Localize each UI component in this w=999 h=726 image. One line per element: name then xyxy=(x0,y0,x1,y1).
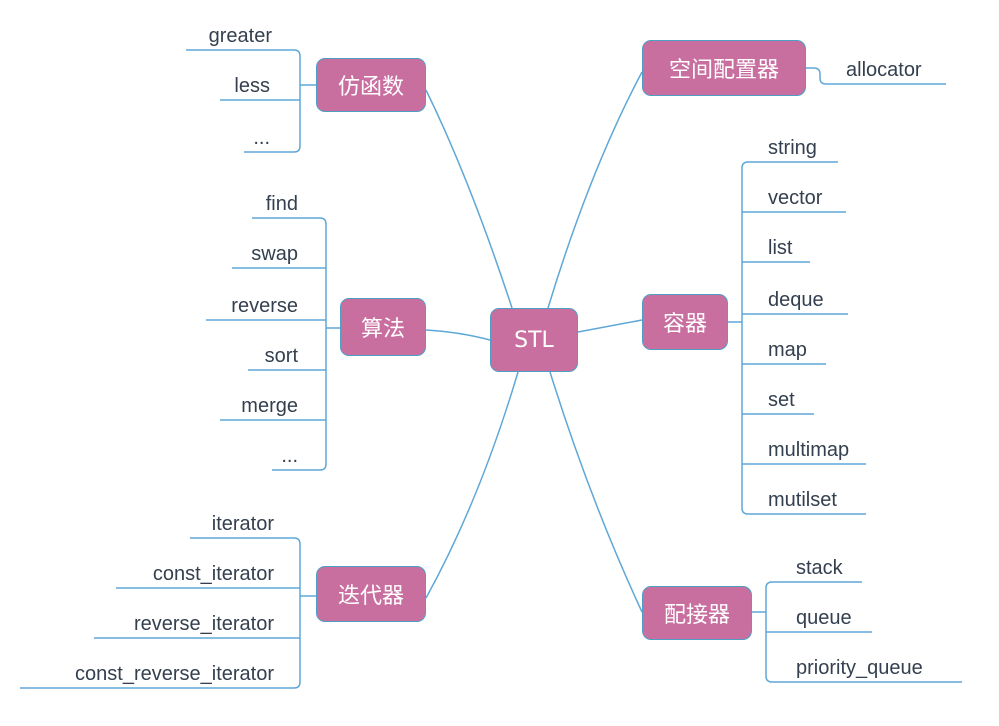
leaf-container-deque: deque xyxy=(768,289,824,311)
leaf-functor-greater: greater xyxy=(208,25,272,47)
branch-node-allocators[interactable]: 空间配置器 xyxy=(642,40,806,96)
branch-node-adapters[interactable]: 配接器 xyxy=(642,586,752,640)
bracket-iterators xyxy=(20,537,301,689)
leaf-container-mutilset: mutilset xyxy=(768,489,837,511)
leaf-container-string: string xyxy=(768,137,817,159)
leaf-algorithm-merge: merge xyxy=(241,395,298,417)
leaf-iterator-iterator: iterator xyxy=(211,513,274,535)
bracket-containers xyxy=(741,161,866,515)
leaf-allocator-allocator: allocator xyxy=(846,59,922,81)
branch-node-functors[interactable]: 仿函数 xyxy=(316,58,426,112)
connector-stl-algorithms xyxy=(425,329,491,341)
leaf-container-multimap: multimap xyxy=(768,439,850,461)
center-node-stl[interactable]: STL xyxy=(490,308,578,372)
bracket-allocators xyxy=(806,67,946,85)
leaf-iterator-reverse-iterator: reverse_iterator xyxy=(133,613,274,635)
leaf-container-set: set xyxy=(768,389,795,411)
leaf-iterator-const-iterator: const_iterator xyxy=(152,563,274,585)
connector-stl-iterators xyxy=(425,371,519,599)
leaf-algorithm-sort: sort xyxy=(264,345,298,367)
connector-stl-containers xyxy=(577,319,643,333)
leaf-container-map: map xyxy=(768,339,807,361)
leaf-iterator-const-reverse-iterator: const_reverse_iterator xyxy=(75,663,274,685)
leaf-container-vector: vector xyxy=(768,187,823,209)
branch-node-iterators[interactable]: 迭代器 xyxy=(316,566,426,622)
leaf-adapter-queue: queue xyxy=(796,607,852,629)
leaf-algorithm-more: ... xyxy=(281,445,298,467)
leaf-adapter-priority-queue: priority_queue xyxy=(796,657,923,679)
leaf-adapter-stack: stack xyxy=(796,557,843,579)
leaf-functor-less: less xyxy=(234,75,270,97)
leaf-functor-more: ... xyxy=(253,127,270,149)
branch-node-algorithms[interactable]: 算法 xyxy=(340,298,426,356)
leaf-algorithm-find: find xyxy=(265,193,298,215)
branch-node-containers[interactable]: 容器 xyxy=(642,294,728,350)
bracket-algorithms xyxy=(252,217,327,471)
leaf-container-list: list xyxy=(768,237,793,259)
connector-stl-allocators xyxy=(547,71,643,309)
bracket-functors xyxy=(186,49,301,153)
leaf-algorithm-reverse: reverse xyxy=(231,295,298,317)
connector-stl-adapters xyxy=(549,371,643,613)
leaf-algorithm-swap: swap xyxy=(251,243,298,265)
connector-stl-functors xyxy=(425,89,513,309)
